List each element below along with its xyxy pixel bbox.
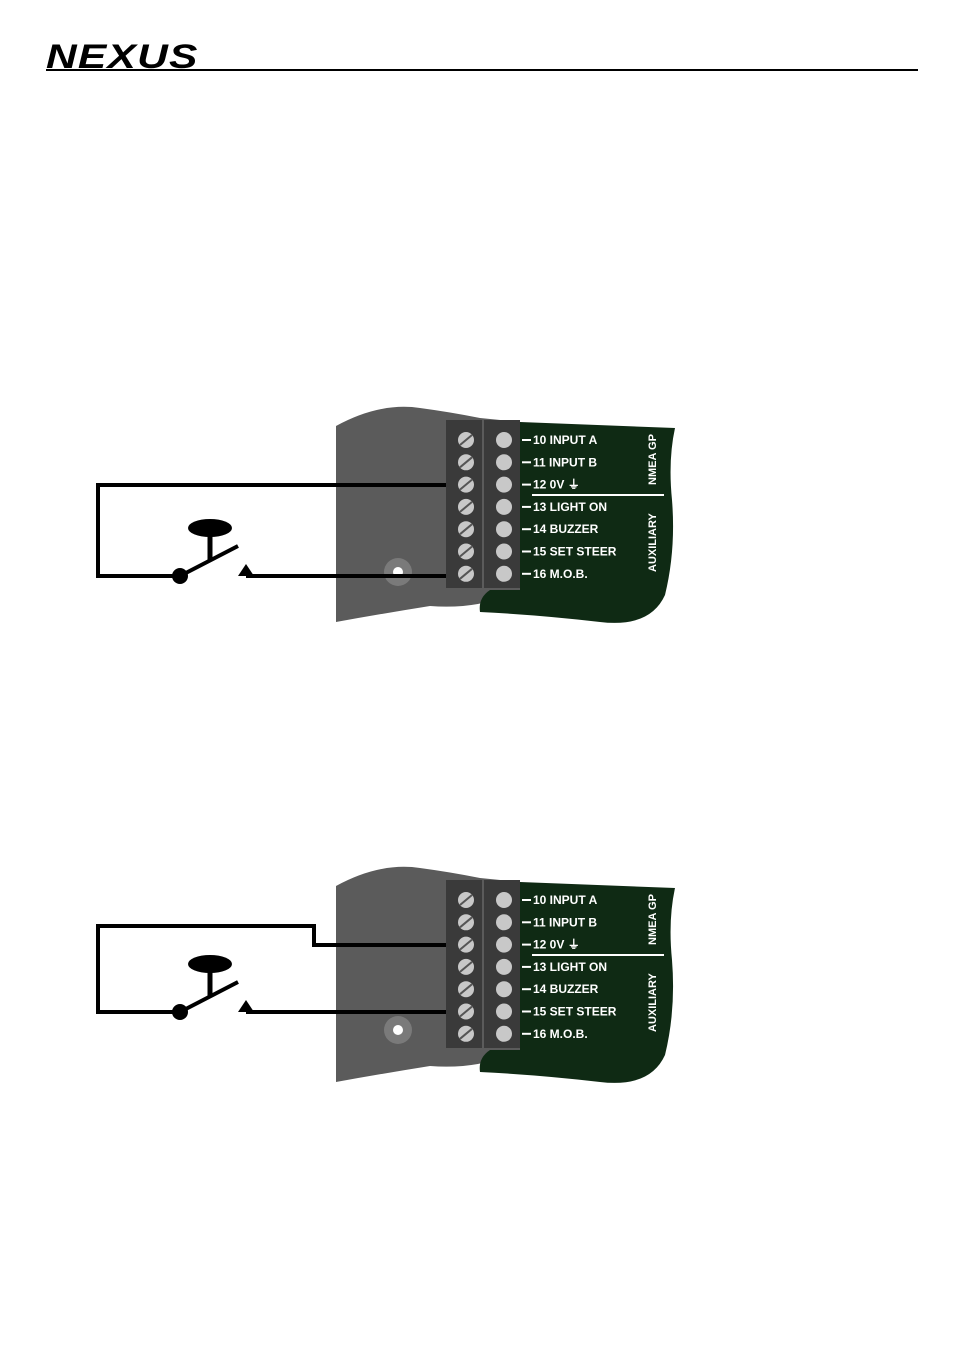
wiring-diagram-1: 10 INPUT A 11 INPUT B 12 0V ⏚ 13 LIGHT ON 14… xyxy=(0,400,954,630)
terminal-label: 13 LIGHT ON xyxy=(533,960,607,974)
terminal-label: 10 INPUT A xyxy=(533,433,598,447)
terminal-label: 10 INPUT A xyxy=(533,893,598,907)
group-label-auxiliary: AUXILIARY xyxy=(647,512,659,572)
terminal-label: 14 BUZZER xyxy=(533,522,599,536)
terminal-contact xyxy=(496,892,512,908)
terminal-contact xyxy=(496,521,512,537)
push-button-switch xyxy=(172,519,254,584)
terminal-label: 11 INPUT B xyxy=(533,915,597,929)
terminal-label: 16 M.O.B. xyxy=(533,567,588,581)
terminal-label: 12 0V ⏚ xyxy=(533,938,580,952)
terminal-label: 16 M.O.B. xyxy=(533,1027,588,1041)
terminal-label: 11 INPUT B xyxy=(533,455,597,469)
terminal-contact xyxy=(496,477,512,493)
terminal-contact xyxy=(496,432,512,448)
group-label-nmea: NMEA GP xyxy=(647,894,659,945)
terminal-contact xyxy=(496,499,512,515)
group-label-nmea: NMEA GP xyxy=(647,434,659,485)
terminal-label: 14 BUZZER xyxy=(533,982,599,996)
terminal-label: 15 SET STEER xyxy=(533,545,617,559)
group-label-auxiliary: AUXILIARY xyxy=(647,972,659,1032)
terminal-contact xyxy=(496,937,512,953)
terminal-contact xyxy=(496,566,512,582)
terminal-label: 12 0V ⏚ xyxy=(533,478,580,492)
terminal-contact xyxy=(496,1004,512,1020)
terminal-contact xyxy=(496,1026,512,1042)
terminal-label: 15 SET STEER xyxy=(533,1005,617,1019)
header-rule xyxy=(46,69,918,71)
terminal-contact xyxy=(496,981,512,997)
terminal-contact xyxy=(496,914,512,930)
terminal-contact xyxy=(496,454,512,470)
terminal-contact xyxy=(496,959,512,975)
terminal-contact xyxy=(496,544,512,560)
wiring-diagram-2: 10 INPUT A 11 INPUT B 12 0V ⏚ 13 LIGHT ON 14… xyxy=(0,860,954,1090)
terminal-label: 13 LIGHT ON xyxy=(533,500,607,514)
push-button-switch xyxy=(172,955,254,1020)
mounting-hole-center xyxy=(393,1025,403,1035)
